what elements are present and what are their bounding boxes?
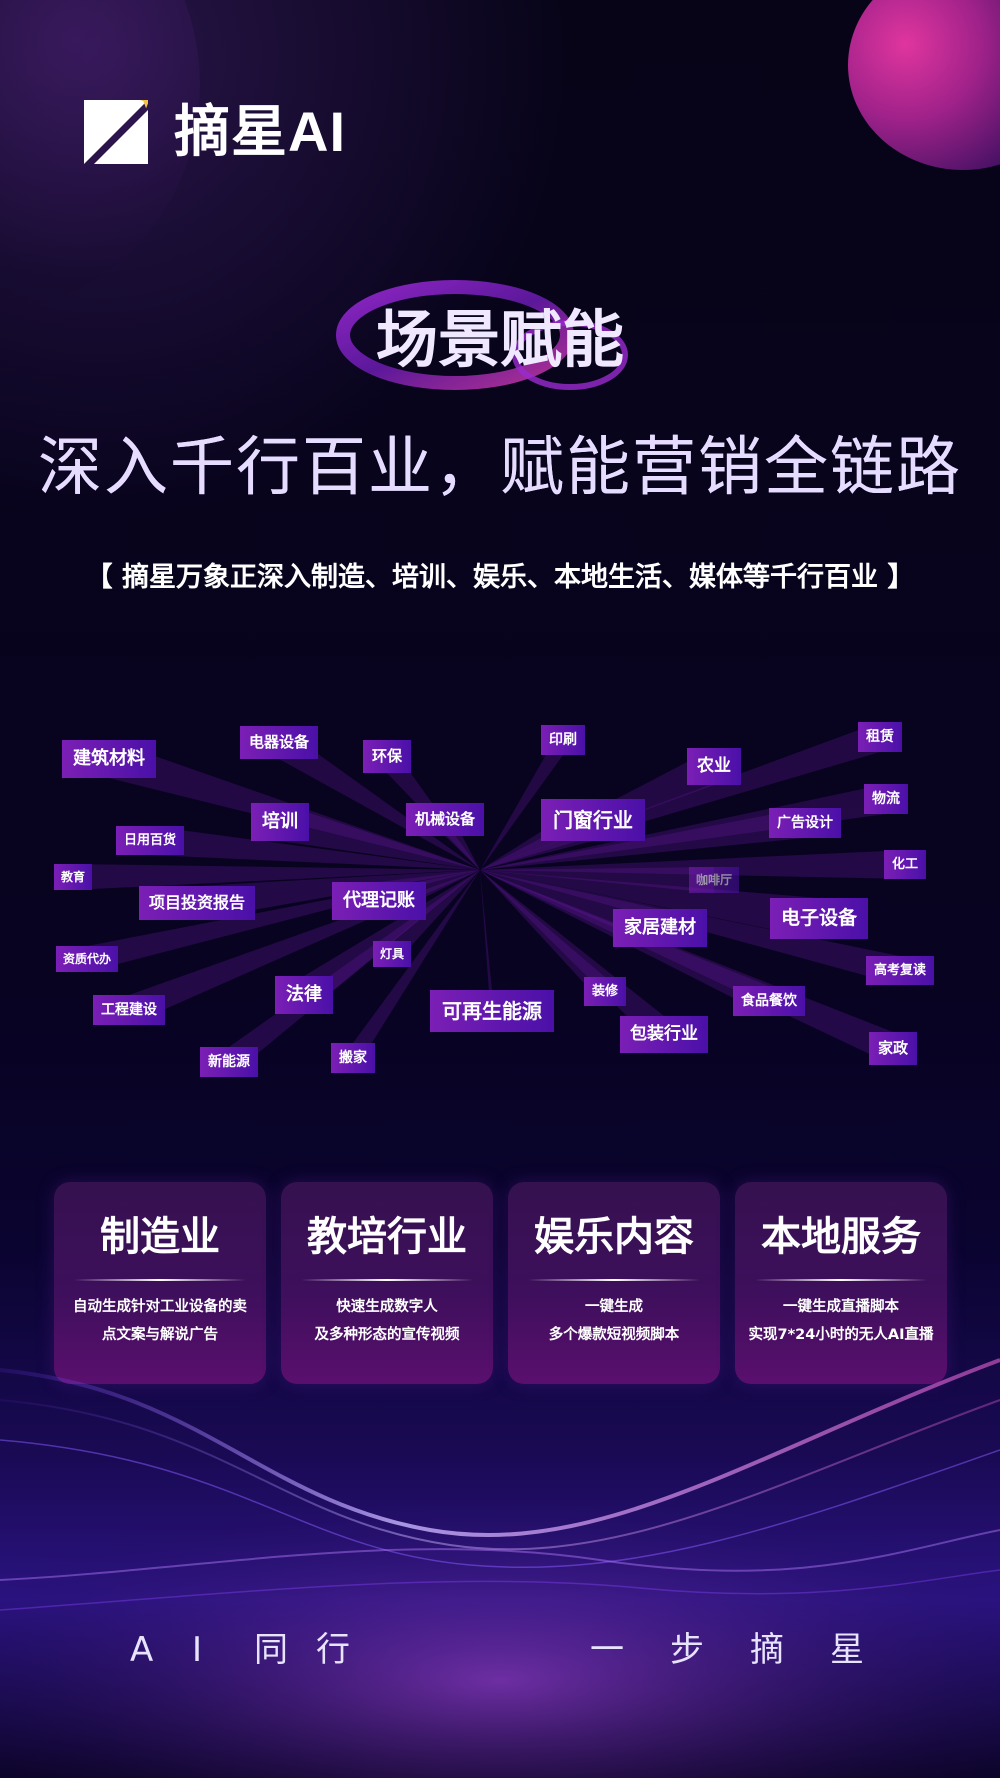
industry-tag: 机械设备	[406, 803, 485, 836]
card-title: 本地服务	[761, 1214, 921, 1260]
card-divider	[74, 1279, 246, 1281]
industry-tag: 印刷	[541, 725, 585, 755]
wave-decoration	[0, 1358, 1000, 1778]
slogan-char: 摘	[750, 1630, 784, 1670]
slogan-right: 一步摘星	[590, 1628, 910, 1672]
section-tagline: 【 摘星万象正深入制造、培训、娱乐、本地生活、媒体等千行百业 】	[85, 562, 915, 593]
industry-tag: 资质代办	[56, 946, 119, 972]
industry-tag: 电器设备	[240, 726, 319, 759]
industry-tag: 化工	[884, 850, 927, 879]
card-local-services: 本地服务 一键生成直播脚本 实现7*24小时的无人AI直播	[735, 1182, 947, 1384]
industry-tag: 项目投资报告	[139, 886, 256, 920]
industry-tag: 门窗行业	[541, 799, 645, 841]
section-headline: 深入千行百业，赋能营销全链路	[0, 428, 1000, 508]
industry-tag: 培训	[251, 803, 309, 841]
slogan-char: 同	[254, 1630, 288, 1670]
slogan-char: 一	[590, 1630, 624, 1670]
card-education: 教培行业 快速生成数字人 及多种形态的宣传视频	[281, 1182, 493, 1384]
section-heading: 场景赋能	[375, 303, 624, 376]
card-description-line: 一键生成	[585, 1299, 643, 1315]
card-manufacturing: 制造业 自动生成针对工业设备的卖 点文案与解说广告	[54, 1182, 266, 1384]
industry-tag: 环保	[363, 740, 412, 773]
industry-tag: 搬家	[331, 1043, 375, 1073]
industry-tag: 建筑材料	[62, 740, 156, 778]
light-ray	[480, 870, 819, 939]
background-orb-right	[848, 0, 1000, 170]
industry-tag: 广告设计	[769, 808, 841, 838]
industry-tag: 装修	[584, 977, 627, 1006]
industry-tag: 家政	[869, 1032, 918, 1065]
brand-logo: 摘星AI	[84, 82, 364, 172]
card-divider	[528, 1279, 700, 1281]
industry-tag: 物流	[864, 784, 908, 814]
slogan-char: A	[130, 1630, 154, 1670]
card-divider	[301, 1279, 473, 1281]
light-ray	[280, 803, 480, 870]
industry-tag: 包装行业	[620, 1016, 708, 1053]
industry-tag: 新能源	[200, 1047, 258, 1077]
industry-tag: 食品餐饮	[733, 986, 805, 1016]
industry-tag: 灯具	[373, 941, 412, 967]
brand-name: 摘星AI	[174, 100, 346, 163]
light-ray	[392, 870, 480, 967]
logo-mark-icon	[84, 100, 148, 164]
light-ray	[480, 725, 563, 870]
card-entertainment: 娱乐内容 一键生成 多个爆款短视频脚本	[508, 1182, 720, 1384]
industry-tag: 日用百货	[116, 826, 185, 855]
light-ray	[480, 870, 893, 1065]
industry-cloud: 建筑材料 电器设备 环保 印刷 租赁农业培训 机械设备 门窗行业 广告设计物流日用百货教育项目…	[0, 700, 1000, 1100]
industry-tag: 咖啡厅	[689, 867, 740, 893]
card-description-line: 多个爆款短视频脚本	[548, 1327, 680, 1343]
light-ray	[480, 870, 605, 1006]
light-ray	[150, 826, 480, 870]
industry-tag: 电子设备	[770, 898, 869, 939]
light-ray	[480, 850, 905, 879]
industry-tag: 可再生能源	[430, 990, 554, 1032]
slogan-char: 行	[316, 1630, 350, 1670]
slogan-char: 步	[670, 1630, 704, 1670]
card-description-line: 实现7*24小时的无人AI直播	[748, 1327, 934, 1343]
card-divider	[755, 1279, 927, 1281]
industry-tag: 家居建材	[613, 909, 707, 947]
industry-tag: 工程建设	[93, 995, 165, 1025]
light-ray	[480, 867, 714, 893]
light-ray	[229, 870, 480, 1077]
industry-tag: 农业	[687, 748, 741, 785]
card-description-line: 自动生成针对工业设备的卖	[73, 1299, 247, 1315]
card-description-line: 快速生成数字人	[336, 1299, 438, 1315]
industry-tag: 租赁	[858, 722, 902, 752]
card-title: 娱乐内容	[534, 1214, 694, 1260]
slogan-char: 星	[830, 1630, 864, 1670]
light-ray	[480, 870, 664, 1053]
industry-tag: 法律	[275, 976, 333, 1014]
slogan-char: I	[192, 1630, 203, 1670]
card-description-line: 点文案与解说广告	[102, 1327, 218, 1343]
card-title: 教培行业	[307, 1214, 467, 1260]
light-ray	[480, 784, 886, 870]
card-title: 制造业	[100, 1214, 220, 1260]
industry-tag: 高考复读	[866, 956, 935, 985]
industry-tag: 代理记账	[332, 882, 426, 920]
card-description-line: 一键生成直播脚本	[783, 1299, 899, 1315]
heading-ring-decoration	[336, 280, 628, 390]
industry-tag: 教育	[54, 864, 93, 890]
light-ray	[353, 870, 480, 1073]
card-description-line: 及多种形态的宣传视频	[314, 1327, 460, 1343]
light-ray	[73, 864, 480, 890]
